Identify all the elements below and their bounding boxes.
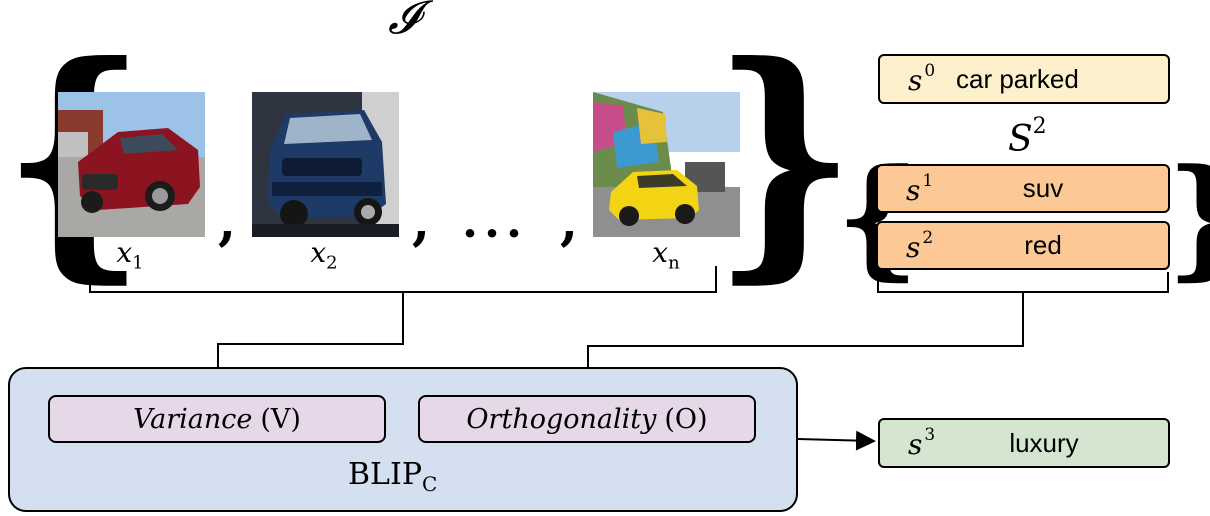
image-thumbnail-xn	[593, 92, 740, 237]
image-thumbnail-x2	[252, 92, 399, 237]
image-label-xn: xn	[652, 236, 680, 274]
yellow-car-photo	[593, 92, 740, 237]
image-thumbnail-x1	[58, 92, 205, 237]
image-label-x2: x2	[310, 236, 338, 274]
prompt-s2-text: red	[1024, 230, 1062, 260]
prompt-set-s2-label: S2	[1008, 114, 1047, 160]
separator-comma-2: ,	[412, 191, 431, 252]
ellipsis: ···	[462, 206, 529, 260]
variance-module: Variance(V)	[48, 395, 386, 443]
image-label-x1: x1	[116, 236, 144, 274]
separator-comma-3: ,	[560, 191, 579, 252]
prompt-s0-text: car parked	[956, 63, 1079, 94]
prompt-s3-text: luxury	[1009, 427, 1079, 458]
image-set-bracket	[89, 266, 717, 293]
prompt-set-right-brace: }	[1166, 152, 1210, 282]
orthogonality-module: Orthogonality(O)	[418, 395, 756, 443]
image-to-variance-arrow	[208, 292, 404, 392]
image-set-symbol: 𝓘	[388, 0, 420, 44]
blue-suv-photo	[252, 92, 399, 237]
red-sedan-photo	[58, 92, 205, 237]
prompt-s1-text: suv	[1022, 173, 1064, 203]
blip-model-label: BLIPC	[348, 457, 438, 496]
image-set-right-brace: }	[712, 10, 857, 304]
separator-comma-1: ,	[218, 191, 237, 252]
model-to-s3-arrow	[797, 430, 876, 451]
s2-bracket	[877, 272, 1169, 293]
